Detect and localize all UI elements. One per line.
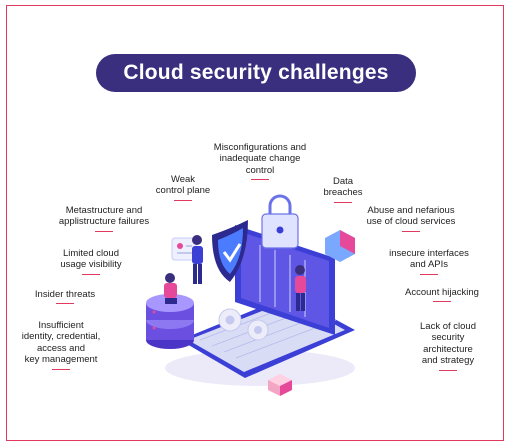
label-insufficient-identity-text: Insufficient identity, credential, acces…	[21, 319, 101, 366]
label-underline	[82, 273, 100, 275]
label-underline	[56, 303, 74, 304]
label-metastructure: Metastructure and applistructure failure…	[52, 193, 156, 243]
label-underline	[174, 199, 192, 201]
label-weak-control-plane: Weak control plane	[148, 162, 218, 212]
label-account-hijacking-text: Account hijacking	[405, 286, 479, 298]
laptop-screen	[241, 232, 329, 328]
label-insecure-interfaces-text: insecure interfaces and APIs	[389, 247, 469, 271]
label-insufficient-identity: Insufficient identity, credential, acces…	[16, 308, 106, 381]
server-stack-icon	[146, 294, 194, 349]
label-limited-visibility-text: Limited cloud usage visibility	[60, 247, 122, 271]
label-underline	[251, 179, 269, 180]
person-sitting	[164, 273, 177, 304]
label-metastructure-text: Metastructure and applistructure failure…	[58, 204, 150, 228]
label-underline	[439, 369, 457, 371]
label-lack-architecture: Lack of cloud security architecture and …	[414, 309, 482, 382]
label-abuse-text: Abuse and nefarious use of cloud service…	[366, 204, 456, 228]
small-box-icon	[268, 374, 292, 396]
label-insider-threats-text: Insider threats	[34, 288, 96, 300]
person-standing-right	[295, 265, 306, 311]
padlock-icon	[261, 194, 299, 249]
label-account-hijacking: Account hijacking	[402, 275, 482, 314]
label-abuse: Abuse and nefarious use of cloud service…	[358, 193, 464, 243]
label-data-breaches: Data breaches	[316, 164, 370, 214]
person-standing-left	[192, 235, 203, 284]
label-limited-visibility: Limited cloud usage visibility	[53, 236, 129, 286]
label-insecure-interfaces: insecure interfaces and APIs	[380, 236, 478, 286]
label-underline	[52, 368, 70, 370]
gear-icon	[218, 308, 269, 341]
label-underline	[95, 230, 113, 232]
label-underline	[402, 230, 420, 232]
shield-inner	[218, 228, 243, 274]
profile-card-icon	[171, 237, 197, 261]
page-title: Cloud security challenges	[96, 54, 416, 92]
label-misconfigurations: Misconfigurations and inadequate change …	[205, 130, 315, 192]
cloud-security-illustration	[146, 194, 355, 396]
label-underline	[433, 301, 451, 302]
label-data-breaches-text: Data breaches	[323, 175, 363, 199]
label-lack-architecture-text: Lack of cloud security architecture and …	[420, 320, 476, 367]
label-weak-control-plane-text: Weak control plane	[155, 173, 211, 197]
label-misconfigurations-text: Misconfigurations and inadequate change …	[213, 141, 307, 176]
hexagon-icon	[325, 230, 355, 262]
label-underline	[334, 201, 352, 203]
label-insider-threats: Insider threats	[30, 277, 100, 316]
checkmark-icon	[222, 243, 242, 263]
